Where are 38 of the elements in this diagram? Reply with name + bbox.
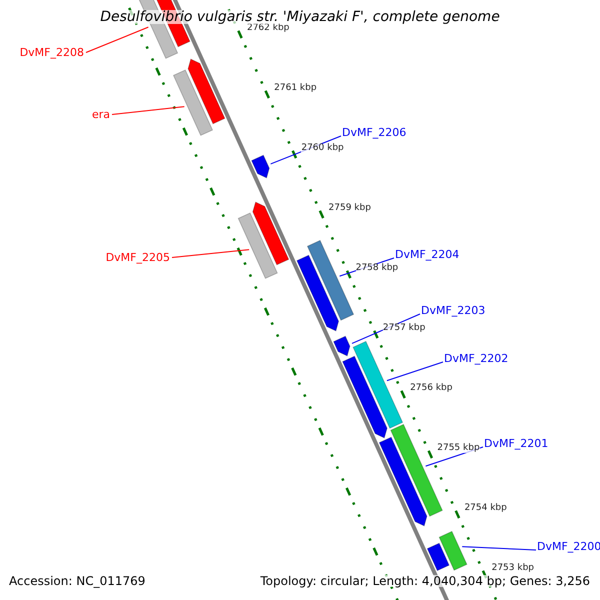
- scale-label: 2754 kbp: [464, 504, 507, 514]
- gene-bar: [238, 212, 278, 279]
- leader-line: [462, 546, 536, 550]
- gene-bar: [438, 530, 468, 571]
- gene-label: DvMF_2202: [444, 353, 508, 364]
- scale-label: 2760 kbp: [301, 144, 344, 154]
- gene-label: DvMF_2204: [395, 249, 460, 260]
- scale-label: 2757 kbp: [382, 324, 426, 334]
- scale-label: 2759 kbp: [328, 204, 371, 214]
- leader-line: [386, 362, 444, 382]
- scale-label: 2753 kbp: [492, 564, 534, 574]
- gene-label: DvMF_2201: [484, 438, 548, 449]
- gene-block: [188, 58, 226, 124]
- gene-label: DvMF_2206: [342, 127, 406, 138]
- gene-block: [342, 356, 388, 438]
- gene-block: [378, 436, 428, 526]
- gene-block: [333, 336, 350, 356]
- gene-bar: [306, 240, 354, 321]
- gene-label: era: [92, 109, 110, 120]
- gene-bar: [352, 340, 404, 429]
- genome-summary-text: Topology: circular; Length: 4,040,304 bp; Genes: 3,256: [260, 575, 590, 587]
- scale-label: 2758 kbp: [356, 264, 398, 274]
- scale-label: 2762 kbp: [246, 24, 290, 34]
- leader-line: [112, 106, 185, 115]
- gene-block: [252, 202, 290, 266]
- scale-label: 2761 kbp: [274, 84, 317, 94]
- gene-bar: [172, 69, 214, 136]
- gene-label: DvMF_2205: [106, 252, 170, 263]
- gene-bar: [426, 542, 450, 572]
- scale-label: 2755 kbp: [437, 444, 480, 454]
- leader-line: [172, 249, 250, 258]
- leader-line: [86, 26, 149, 53]
- gene-block: [251, 154, 270, 178]
- gene-label: DvMF_2208: [20, 47, 84, 58]
- accession-text: Accession: NC_011769: [9, 575, 146, 587]
- gene-label: DvMF_2203: [421, 305, 486, 316]
- scale-label: 2756 kbp: [410, 384, 452, 394]
- gene-block: [296, 254, 340, 332]
